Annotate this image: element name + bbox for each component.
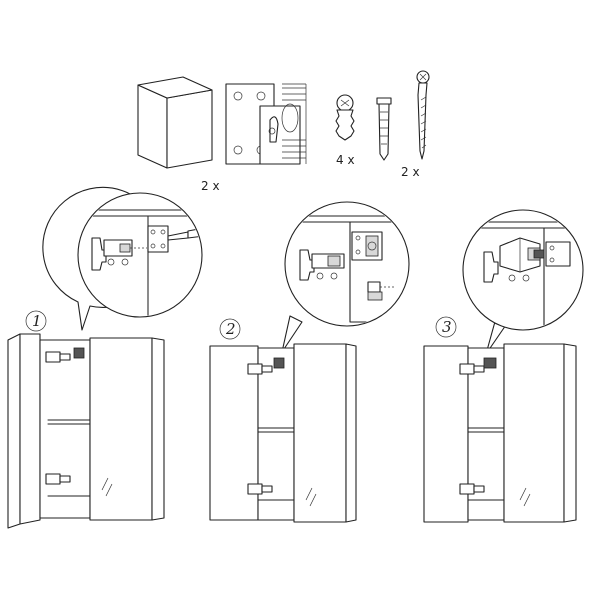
step-3-assembly: 3 [423,209,584,523]
bracket-quantity-label: 2 x [201,179,220,193]
corner-bracket-part [137,76,213,169]
step-1-assembly: 1 [7,186,203,529]
cam-dowel-part [335,94,355,141]
screw-part [416,70,430,160]
dowel-quantity-label: 4 x [336,153,355,167]
step-3-number: 3 [442,318,452,336]
step-2-number: 2 [225,320,236,338]
wall-plug-part [376,97,392,161]
step-1-number: 1 [32,312,42,330]
step-2-assembly: 2 [209,201,410,523]
mounting-plate-part [225,83,307,165]
screw-quantity-label: 2 x [401,165,420,179]
